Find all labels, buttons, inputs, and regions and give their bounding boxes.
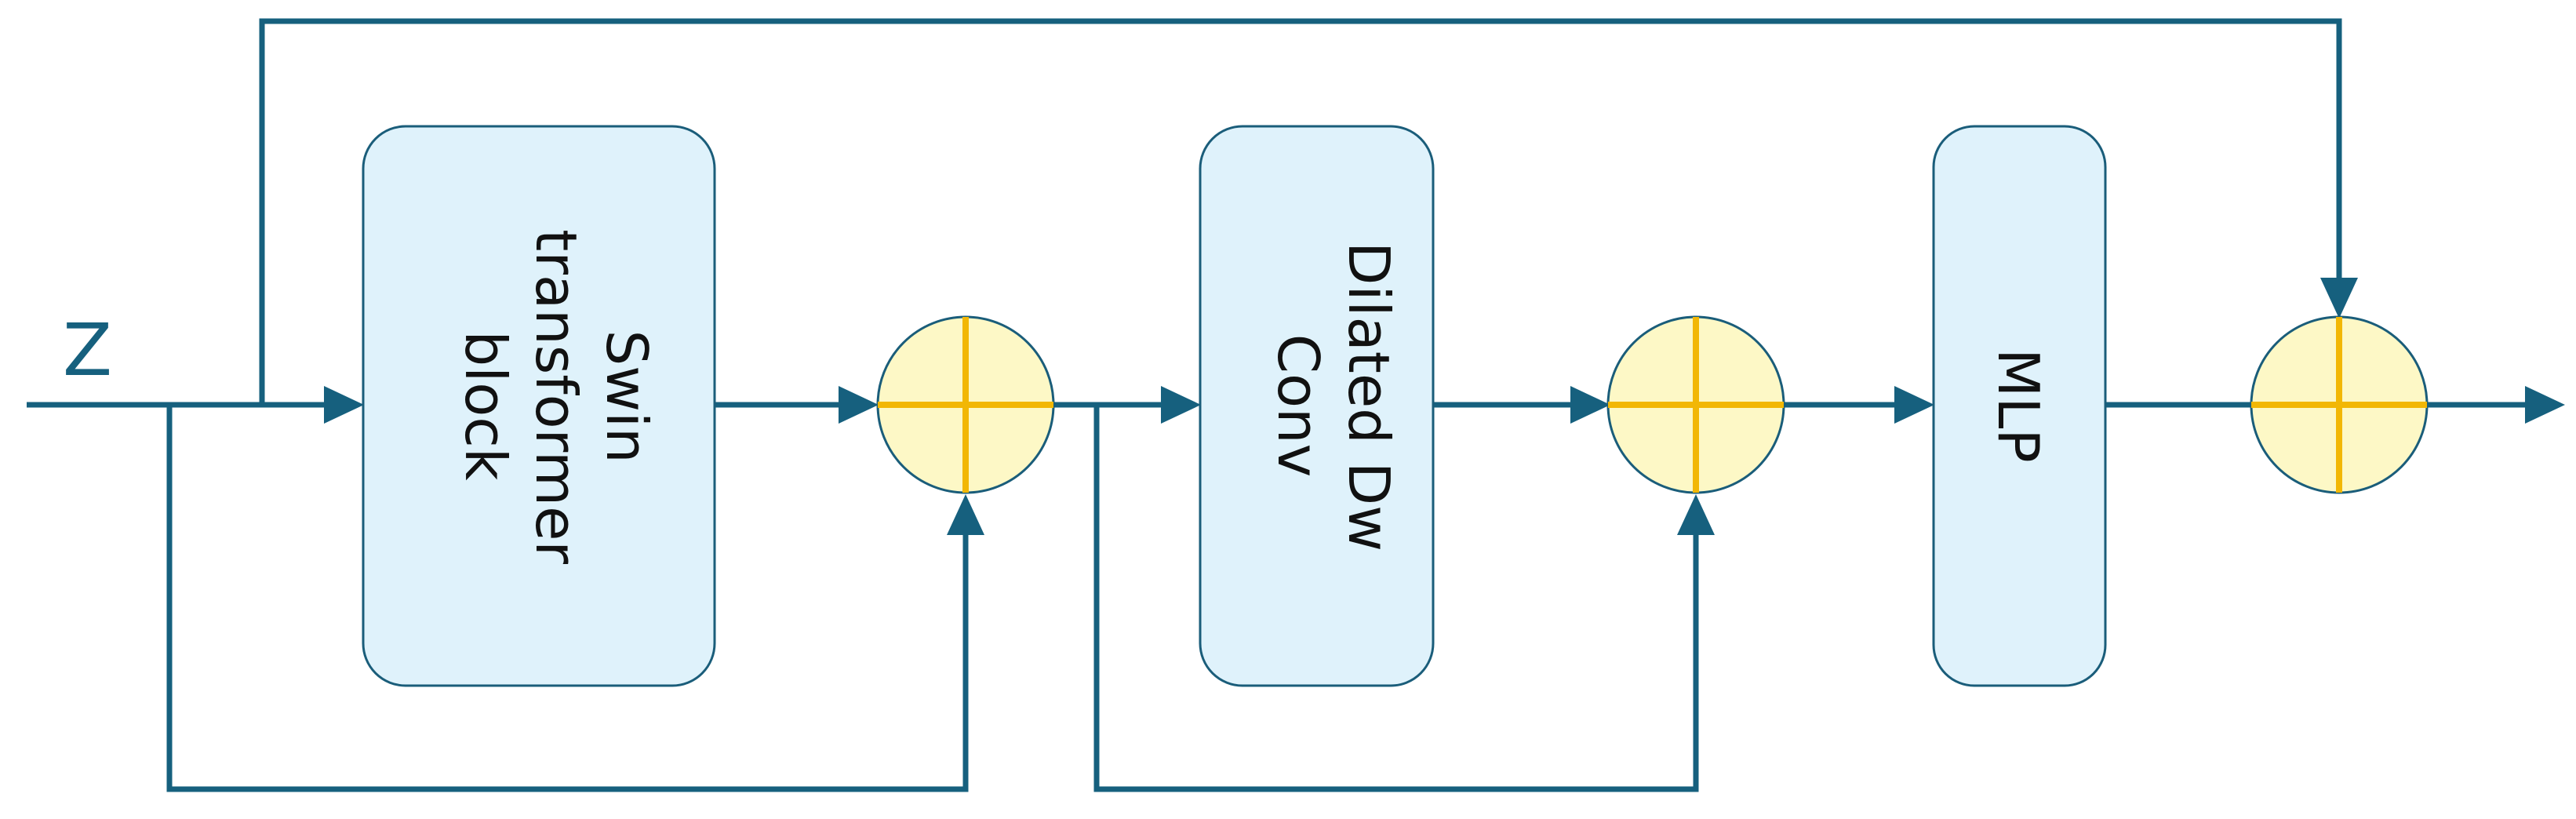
sum-node-3: [2250, 315, 2429, 494]
arrow-output: [2525, 386, 2565, 424]
sum-node-2: [1606, 315, 1785, 494]
connections: [27, 18, 2527, 792]
block-swin-line-3: block: [453, 330, 518, 480]
block-mlp-line-1: MLP: [1985, 348, 2051, 463]
arrow-into-sum2: [1570, 386, 1610, 424]
arrow-into-swin: [324, 386, 364, 424]
input-label-z: Z: [63, 308, 112, 392]
block-swin-transformer: Swin transformer block: [362, 125, 716, 687]
arrow-down-sum3: [2320, 278, 2358, 318]
sum-node-1: [876, 315, 1055, 494]
arrow-into-sum1: [839, 386, 879, 424]
arrow-into-mlp: [1894, 386, 1934, 424]
block-swin-line-2: transformer: [523, 229, 589, 564]
block-dilated-label: Dilated Dw Conv: [1265, 242, 1402, 570]
arrow-up-sum2: [1677, 494, 1715, 535]
block-mlp-box: [1932, 125, 2107, 687]
block-dilated-box: [1199, 125, 1435, 687]
block-mlp: MLP: [1932, 125, 2107, 687]
block-mlp-label: MLP: [1985, 348, 2051, 463]
block-swin-box: [362, 125, 716, 687]
arrow-into-dilated: [1161, 386, 1201, 424]
block-swin-label: Swin transformer block: [453, 229, 660, 582]
wire-residual-1: [166, 405, 969, 792]
block-swin-line-1: Swin: [594, 329, 660, 463]
block-dilated-line-2: Conv: [1265, 334, 1331, 478]
block-dilated-dw-conv: Dilated Dw Conv: [1199, 125, 1435, 687]
wire-residual-2: [1093, 405, 1699, 792]
block-dilated-line-1: Dilated Dw: [1336, 242, 1402, 551]
arrow-up-sum1: [947, 494, 984, 535]
wire-global-skip: [259, 18, 2342, 405]
